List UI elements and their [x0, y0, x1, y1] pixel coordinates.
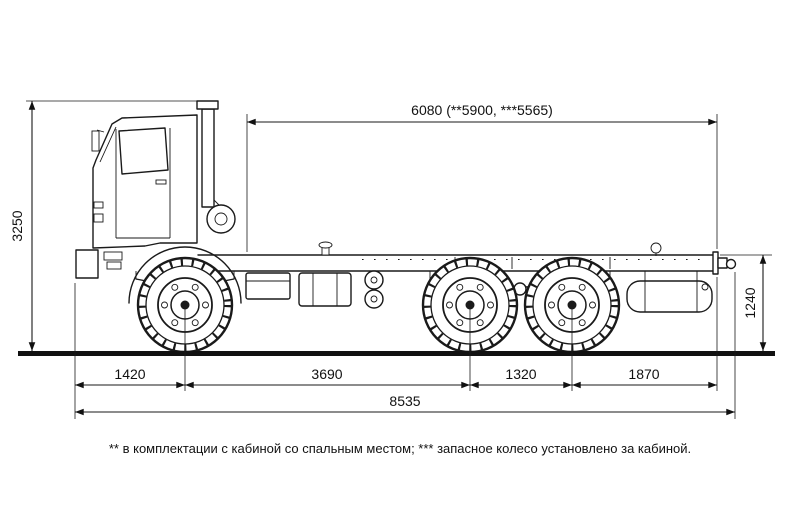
- air-reservoirs: [364, 270, 384, 309]
- dim-label-overall-length: 8535: [389, 393, 420, 409]
- fuel-tank: [626, 271, 713, 313]
- door-window: [118, 127, 169, 175]
- battery-box: [245, 272, 291, 300]
- front-fender: [128, 246, 242, 304]
- dim-label-front-overhang: 1420: [114, 366, 145, 382]
- mirror-arm: [96, 129, 105, 133]
- dim-label-rear-overhang: 1870: [628, 366, 659, 382]
- cab-step-upper: [103, 251, 123, 261]
- air-filter: [206, 204, 236, 234]
- mirror: [91, 130, 100, 152]
- door-outline: [115, 128, 171, 239]
- air-intake-stack: [196, 100, 236, 234]
- turn-signal: [93, 201, 104, 209]
- ground-line: [18, 351, 775, 356]
- cab-step-lower: [106, 261, 122, 270]
- dim-label-frame-height: 1240: [742, 287, 758, 318]
- door-handle: [155, 179, 167, 185]
- footnote: ** в комплектации с кабиной со спальным …: [109, 441, 691, 456]
- front-bumper: [75, 249, 99, 279]
- dim-label-frame-length: 6080 (**5900, ***5565): [411, 102, 553, 118]
- headlight: [93, 213, 104, 223]
- dimension-lines: 6080 (**5900, ***5565) 3250 1240 1420 36…: [9, 100, 772, 419]
- dim-label-wheelbase: 3690: [311, 366, 342, 382]
- tow-hitch: [717, 257, 737, 270]
- spare-wheel-crank: [650, 242, 662, 256]
- cab: [75, 114, 198, 279]
- tool-box: [298, 241, 352, 307]
- dim-label-bogie-base: 1320: [505, 366, 536, 382]
- dim-label-overall-height: 3250: [9, 210, 25, 241]
- frame-equipment: [245, 241, 713, 313]
